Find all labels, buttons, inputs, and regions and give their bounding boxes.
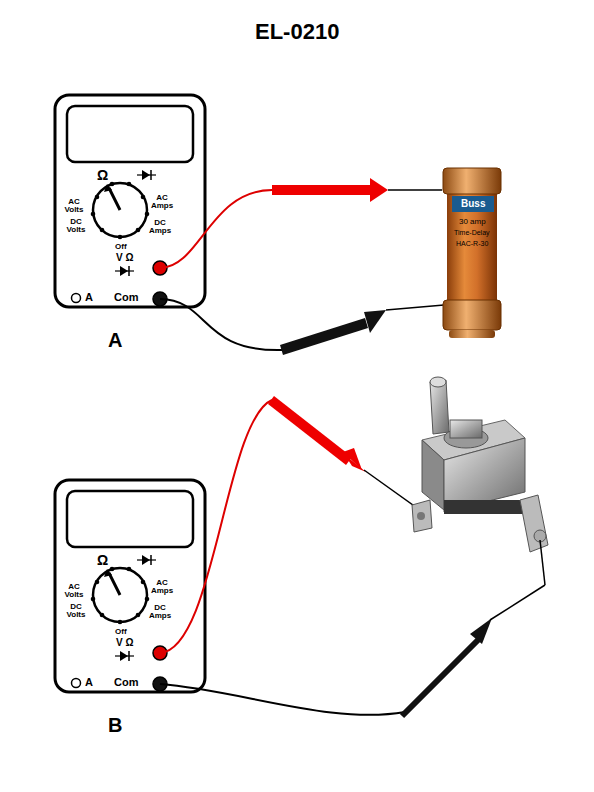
dial-label: AC Volts <box>59 583 89 600</box>
dial-label: DC Volts <box>61 218 91 235</box>
black-lead <box>160 299 282 350</box>
dial-label: Ω <box>97 168 108 183</box>
dial-label: Off <box>115 243 127 251</box>
title: EL-0210 <box>255 20 339 43</box>
multimeter <box>55 95 205 307</box>
red-lead <box>160 190 272 268</box>
panel-letter: A <box>108 330 122 351</box>
multimeter <box>55 480 205 692</box>
jack-label: Com <box>114 292 138 304</box>
jack-label: Com <box>114 677 138 689</box>
dial-label: AC Amps <box>147 579 177 596</box>
panel-letter: B <box>108 715 122 736</box>
dial-label: DC Amps <box>145 604 175 621</box>
dial-label: Ω <box>97 553 108 568</box>
red-lead <box>160 400 272 653</box>
black-probe <box>402 638 480 716</box>
cartridge-fuse <box>443 168 501 338</box>
fuse-rating: Time-Delay <box>454 229 490 236</box>
red-probe <box>272 185 370 195</box>
jack-label: A <box>85 677 93 689</box>
dial-label: AC Volts <box>59 198 89 215</box>
black-probe <box>280 318 368 355</box>
fuse-rating: HAC-R-30 <box>456 240 488 247</box>
jack-label: V Ω <box>116 253 133 264</box>
toggle-switch <box>412 377 548 585</box>
dial-label: Off <box>115 628 127 636</box>
jack-label: V Ω <box>116 638 133 649</box>
dial-label: DC Volts <box>61 603 91 620</box>
dial-label: DC Amps <box>145 219 175 236</box>
dial-label: AC Amps <box>147 194 177 211</box>
fuse-rating: 30 amp <box>459 218 486 226</box>
red-probe <box>268 396 352 465</box>
fuse-brand: Buss <box>461 199 485 210</box>
black-lead <box>160 684 405 715</box>
jack-label: A <box>85 292 93 304</box>
